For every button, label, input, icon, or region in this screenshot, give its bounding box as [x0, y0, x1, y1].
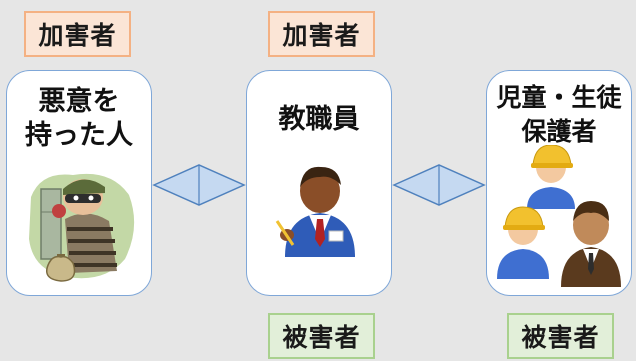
thief-icon — [29, 173, 135, 282]
connector-wrongdoer-teacher — [152, 164, 246, 206]
teacher-title: 教職員 — [278, 104, 360, 135]
wrongdoer-title: 悪意を 持った人 — [25, 86, 133, 151]
wrongdoer-card: 悪意を 持った人 — [6, 70, 152, 296]
teacher-icon — [275, 166, 355, 257]
perpetrator-label-teacher: 加害者 — [268, 11, 375, 57]
students-parents-icon — [497, 145, 621, 287]
victim-label-students: 被害者 — [507, 313, 614, 359]
perpetrator-label-wrongdoer: 加害者 — [24, 11, 131, 57]
students-title: 児童・生徒 保護者 — [496, 83, 622, 146]
teacher-card: 教職員 — [246, 70, 392, 296]
students-card: 児童・生徒 保護者 — [486, 70, 632, 296]
connector-teacher-students — [392, 164, 486, 206]
victim-label-teacher: 被害者 — [268, 313, 375, 359]
